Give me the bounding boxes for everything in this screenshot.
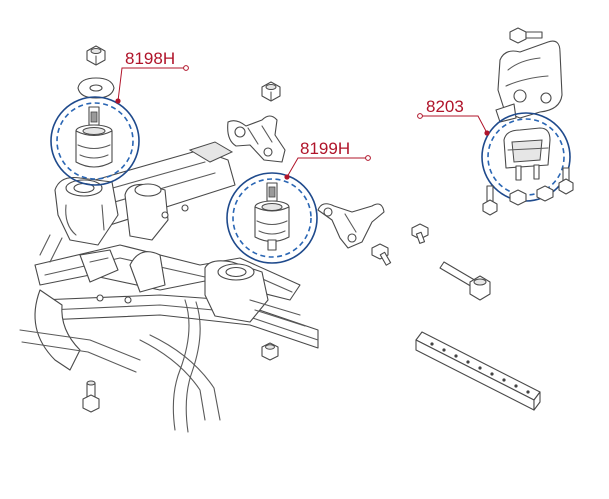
bolt-top-right[interactable] xyxy=(509,27,543,44)
bolt-right-2[interactable] xyxy=(509,189,527,206)
engine-mount-8199h[interactable] xyxy=(254,182,290,251)
strap-holes xyxy=(430,342,530,394)
washer-top-left[interactable] xyxy=(77,77,115,99)
perforated-strap[interactable] xyxy=(415,331,541,411)
mount-bracket-right[interactable] xyxy=(317,203,385,249)
callout-label-8199h: 8199H xyxy=(300,139,350,158)
nut-middle-top[interactable] xyxy=(261,81,281,102)
bolt-right-4[interactable] xyxy=(558,167,574,195)
callout-label-8198h: 8198H xyxy=(125,49,175,68)
callout-8198h[interactable]: 8198H xyxy=(115,49,189,104)
callout-8199h[interactable]: 8199H xyxy=(284,139,371,180)
detail-circle-8199h[interactable] xyxy=(226,172,318,264)
mount-bracket-middle[interactable] xyxy=(227,115,286,163)
long-bolt[interactable] xyxy=(439,261,491,301)
bolt-right-1[interactable] xyxy=(482,185,498,216)
detail-circle-8198h[interactable] xyxy=(50,96,140,186)
bolt-middle-1[interactable] xyxy=(371,243,392,266)
transmission-mount-bracket[interactable] xyxy=(495,40,563,123)
nut-lower-middle[interactable] xyxy=(261,342,279,361)
engine-frame-crossmember xyxy=(19,141,319,433)
nut-top-left[interactable] xyxy=(86,45,106,66)
bolt-middle-2[interactable] xyxy=(411,223,429,244)
transmission-mount-8203[interactable] xyxy=(503,127,551,181)
callout-label-8203: 8203 xyxy=(426,97,464,116)
bolt-right-3[interactable] xyxy=(536,185,554,202)
callout-8203[interactable]: 8203 xyxy=(417,97,490,136)
bolt-lower-left[interactable] xyxy=(82,380,100,413)
engine-mount-8198h[interactable] xyxy=(75,106,113,168)
